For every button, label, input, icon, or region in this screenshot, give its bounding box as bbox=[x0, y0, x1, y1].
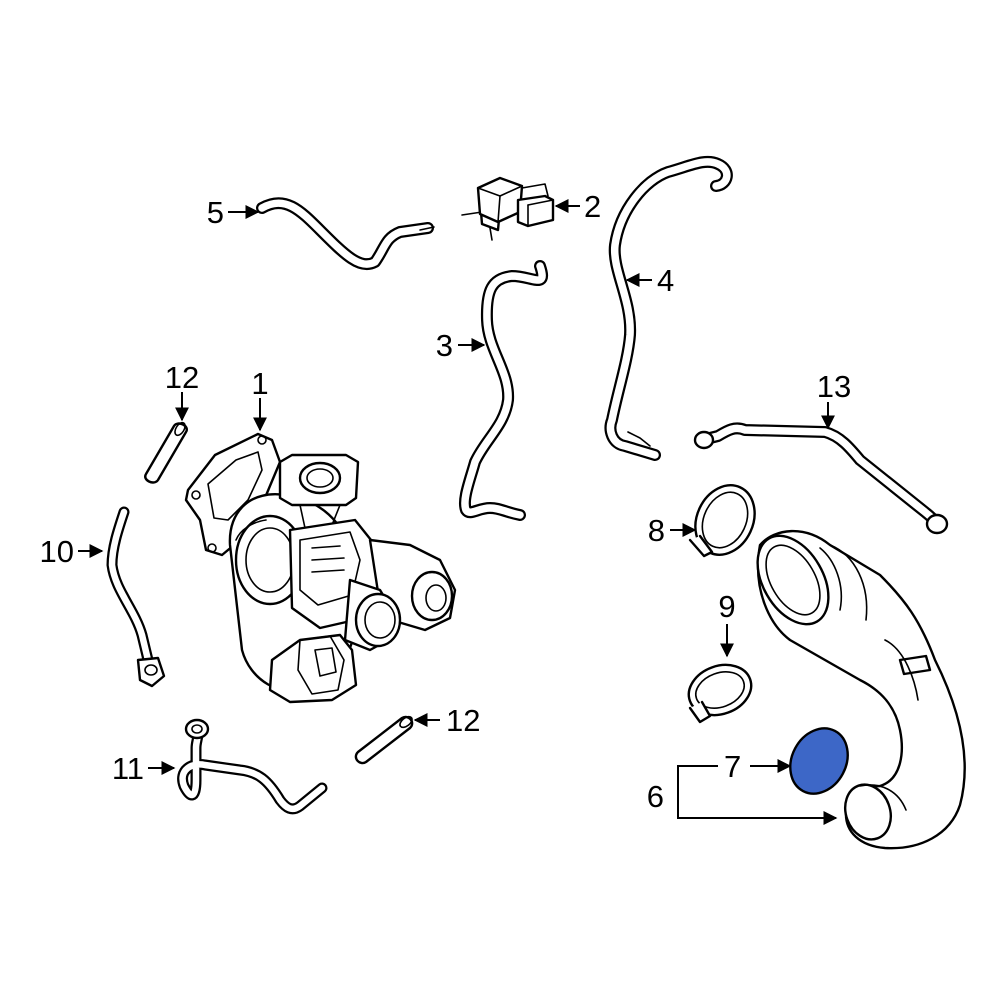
part-12-sleeve-upper[interactable] bbox=[144, 421, 188, 484]
part-11-return-line[interactable] bbox=[177, 718, 328, 815]
part-4-hose[interactable] bbox=[604, 155, 733, 461]
callout-9: 9 bbox=[718, 589, 735, 624]
part-2-solenoid-valve[interactable] bbox=[461, 176, 555, 241]
part-9-clamp[interactable] bbox=[682, 657, 759, 724]
callout-13: 13 bbox=[817, 369, 851, 404]
callout-11: 11 bbox=[112, 751, 144, 786]
callout-7: 7 bbox=[724, 749, 741, 784]
part-5-vacuum-hose[interactable] bbox=[256, 197, 435, 271]
callout-3: 3 bbox=[436, 328, 453, 363]
callout-6: 6 bbox=[647, 779, 664, 814]
callout-1: 1 bbox=[251, 366, 268, 401]
part-13-hose[interactable] bbox=[693, 422, 949, 535]
callout-2: 2 bbox=[584, 189, 601, 224]
callout-labels: 1 2 3 4 5 6 7 8 9 10 11 12 12 13 bbox=[40, 189, 852, 814]
part-12-sleeve-lower[interactable] bbox=[354, 715, 414, 765]
part-8-clamp[interactable] bbox=[684, 476, 765, 565]
callout-10: 10 bbox=[40, 534, 74, 569]
callout-12-upper: 12 bbox=[165, 360, 199, 395]
leader-lines bbox=[78, 199, 838, 825]
callout-8: 8 bbox=[648, 513, 665, 548]
part-6-charge-pipe[interactable] bbox=[743, 523, 966, 850]
part-10-oil-line[interactable] bbox=[106, 506, 166, 688]
part-3-hose[interactable] bbox=[459, 260, 548, 521]
part-7-seal[interactable] bbox=[779, 718, 859, 803]
callout-5: 5 bbox=[207, 195, 224, 230]
callout-4: 4 bbox=[657, 263, 674, 298]
callout-12-lower: 12 bbox=[446, 703, 480, 738]
part-1-turbocharger[interactable] bbox=[184, 432, 457, 704]
